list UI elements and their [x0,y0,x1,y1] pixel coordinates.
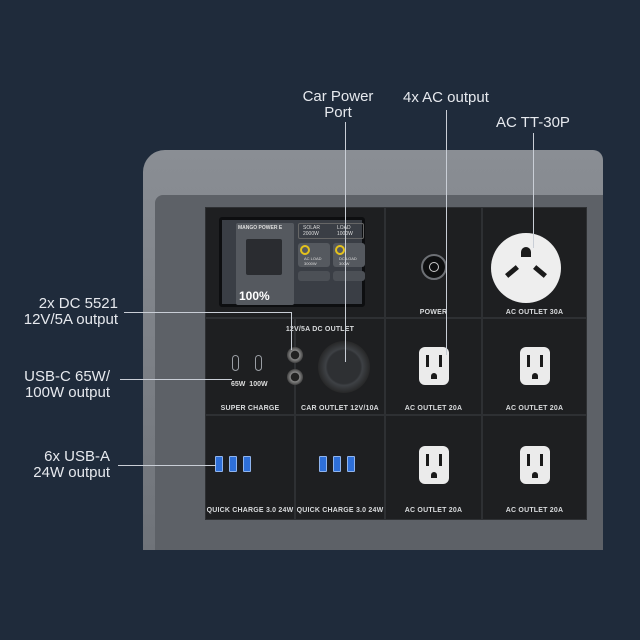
tt30-cell: AC OUTLET 30A [482,207,587,318]
callout-line-text: 24W output [33,464,110,481]
qc-label: QUICK CHARGE 3.0 24W [296,507,384,514]
ac30-label: AC OUTLET 30A [505,309,564,316]
dc5521-port-1 [287,347,303,363]
ac-outlet-cell-3: AC OUTLET 20A [385,415,482,520]
ac-outlet-cell-2: AC OUTLET 20A [482,318,587,415]
ac-outlet [418,446,449,484]
qc-label: QUICK CHARGE 3.0 24W [206,507,294,514]
super-charge-label: SUPER CHARGE [220,405,280,412]
usba-port [347,456,355,472]
usba-leader [118,465,216,466]
usba-port [319,456,327,472]
usbc-100w-label: 100W [249,381,268,388]
tt30-outlet [491,233,561,303]
ac-outlet [519,446,550,484]
load-value: 1000W [337,231,353,237]
car-port-leader [345,122,346,362]
ac-outlet-cell-4: AC OUTLET 20A [482,415,587,520]
lcd-screen: MANGO POWER E 100% SOLAR 2000W LOAD 1000… [219,217,365,307]
usba-port [243,456,251,472]
usba-port [215,456,223,472]
ac-outlet-cell-1: AC OUTLET 20A [385,318,482,415]
dc-load-value: 300W [339,261,349,266]
callout-line-text: USB-C 65W/ [24,368,110,385]
callout-line-text: 100W output [24,384,110,401]
callout-line-text: 12V/5A output [23,311,118,328]
car-outlet-cell: 12V/5A DC OUTLET CAR OUTLET 12V/10A [286,318,385,415]
ac-outlet [519,347,550,385]
display-cell: MANGO POWER E 100% SOLAR 2000W LOAD 1000… [205,207,385,318]
ac20-label: AC OUTLET 20A [404,507,463,514]
callout-line-text: Port [324,104,352,121]
power-button[interactable] [421,254,447,280]
dc-outlet-label: 12V/5A DC OUTLET [285,326,355,333]
solar-value: 2000W [303,231,319,237]
usba-cell-1: QUICK CHARGE 3.0 24W [205,415,295,520]
callout-ac-output: 4x AC output [403,89,489,106]
usba-cell-2: QUICK CHARGE 3.0 24W [295,415,385,520]
callout-line-text: 2x DC 5521 [38,295,118,312]
callout-line-text: Car Power [302,88,374,105]
front-panel: MANGO POWER E 100% SOLAR 2000W LOAD 1000… [205,207,587,520]
ac20-label: AC OUTLET 20A [505,405,564,412]
usbc-port-100w [255,355,262,371]
power-label: POWER [419,309,448,316]
dc5521-leader-vertical [291,312,292,350]
dc5521-leader [124,312,292,313]
usbc-port-65w [232,355,239,371]
ac-load-value: 3000W [304,261,317,266]
ac-load-label: AC LOAD [304,256,322,261]
ac-output-leader [446,110,447,355]
callout-usbc: USB-C 65W/100W output [10,369,110,401]
tt30-leader [533,133,534,248]
power-cell: POWER [385,207,482,318]
usba-port [333,456,341,472]
callout-line-text: 6x USB-A [44,448,110,465]
load-label: LOAD [337,225,351,231]
usbc-leader [120,379,232,380]
battery-percent: 100% [239,289,270,303]
usba-port [229,456,237,472]
solar-label: SOLAR [303,225,320,231]
ac20-label: AC OUTLET 20A [404,405,463,412]
super-charge-cell: 65W 100W SUPER CHARGE [205,318,295,415]
car-power-port [318,341,370,393]
callout-tt30: AC TT-30P [496,114,570,131]
dc-load-label: DC LOAD [339,256,357,261]
ac-outlet [418,347,449,385]
dc5521-port-2 [287,369,303,385]
ac20-label: AC OUTLET 20A [505,507,564,514]
screen-brand: MANGO POWER E [238,225,283,231]
car-outlet-label: CAR OUTLET 12V/10A [301,405,379,412]
usbc-65w-label: 65W [231,381,246,388]
